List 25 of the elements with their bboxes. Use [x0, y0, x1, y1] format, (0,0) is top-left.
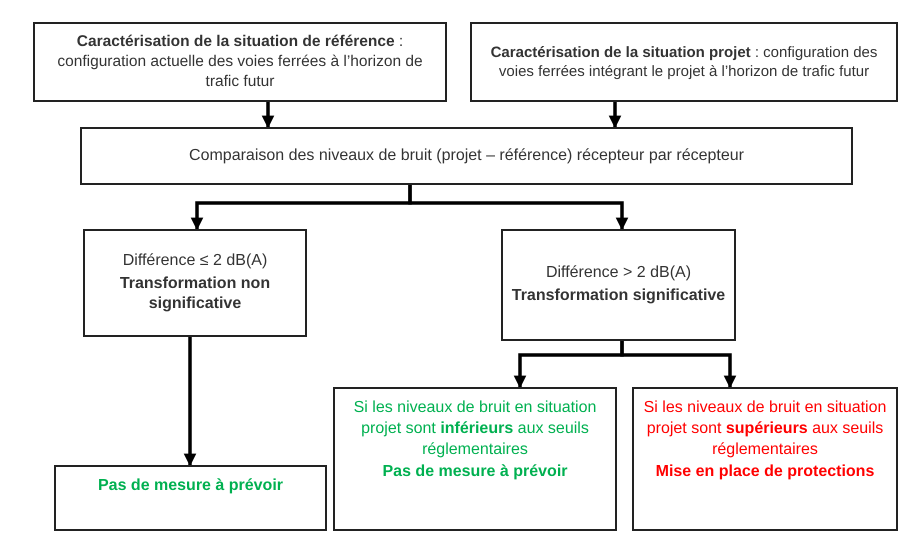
description-text: Comparaison des niveaux de bruit (projet – référence) récepteur par récepteur — [189, 146, 744, 166]
description-text: Différence > 2 dB(A) — [546, 263, 692, 284]
process-box — [83, 229, 307, 337]
conclusion-text: Pas de mesure à prévoir — [382, 462, 568, 482]
process-box — [470, 22, 898, 102]
conclusion-text: Mise en place de protections — [656, 462, 874, 482]
description-text: Différence ≤ 2 dB(A) — [122, 250, 268, 271]
process-box — [54, 465, 327, 531]
arrow — [608, 102, 622, 128]
arrow — [408, 185, 628, 230]
description-text: Caractérisation de la situation projet : configuration des voies ferrées intégrant le projet à l’horizon de trafic futur — [490, 42, 878, 82]
description-text: Si les niveaux de bruit en situation projet sont inférieurs aux seuils réglementaires — [352, 398, 598, 460]
arrow — [184, 337, 196, 466]
process-box — [33, 22, 447, 102]
arrow — [262, 102, 274, 128]
description-text: Si les niveaux de bruit en situation projet sont supérieurs aux seuils réglementaires — [642, 398, 888, 460]
conclusion-text: Pas de mesure à prévoir — [98, 476, 283, 496]
process-box — [501, 229, 736, 341]
process-box — [632, 387, 898, 531]
conclusion-text: Transformation significative — [512, 286, 726, 306]
process-box — [333, 387, 617, 531]
arrow — [620, 341, 736, 388]
conclusion-text: Transformation non significative — [118, 274, 272, 314]
description-text: Caractérisation de la situation de référence : configuration actuelle des voies ferrées à l’horizon de trafic futur — [56, 32, 424, 92]
process-box — [80, 127, 853, 185]
